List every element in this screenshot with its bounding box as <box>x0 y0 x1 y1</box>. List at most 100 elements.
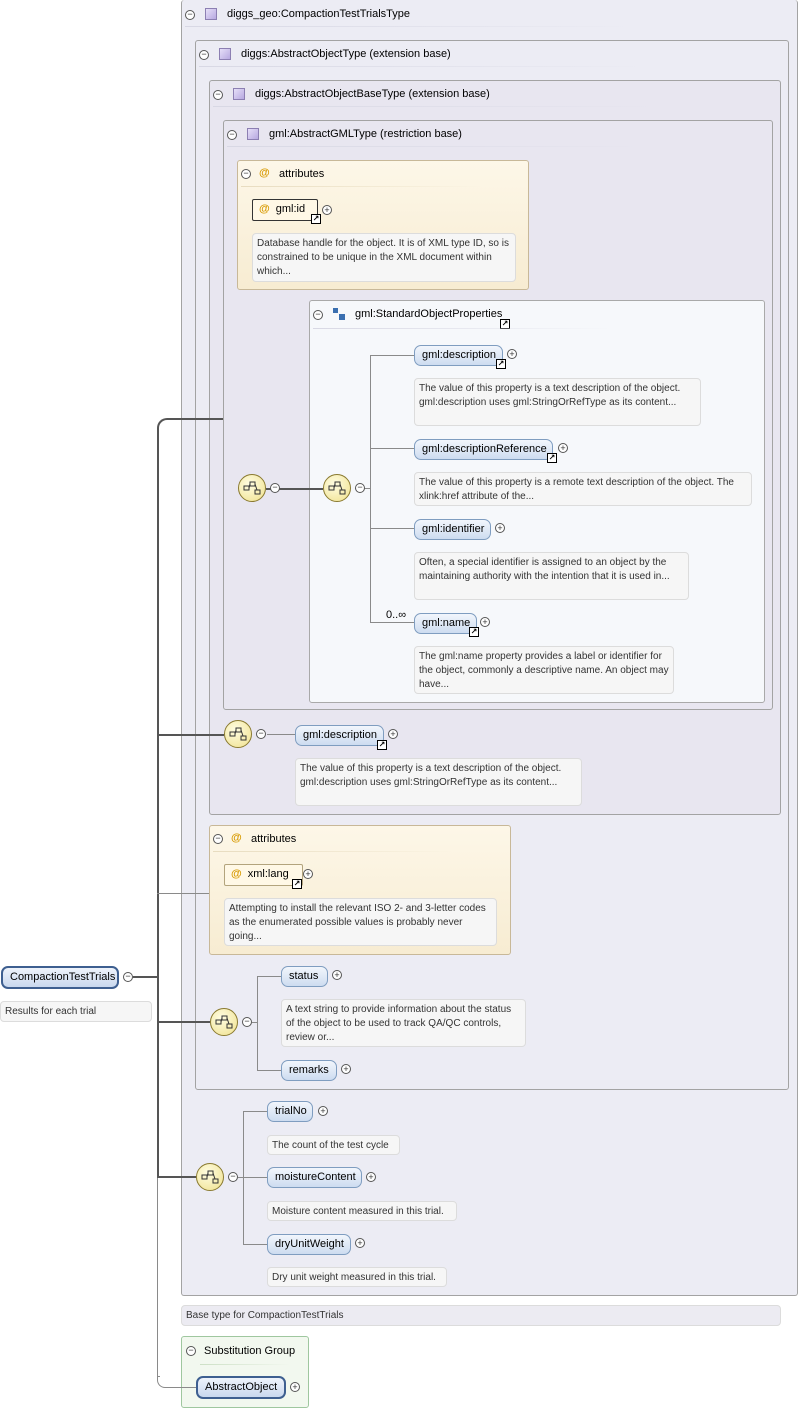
occurrence-label: 0..∞ <box>386 609 407 621</box>
divider <box>213 851 453 852</box>
reference-arrow-icon: ↗ <box>292 879 302 889</box>
element-status[interactable]: status <box>281 966 328 987</box>
expand-button[interactable]: + <box>366 1172 376 1182</box>
element-doc: Results for each trial <box>0 1001 152 1022</box>
type-title: diggs:AbstractObjectType (extension base… <box>241 48 451 60</box>
element-name: remarks <box>289 1064 329 1076</box>
sequence-compositor-icon[interactable] <box>196 1163 224 1191</box>
expand-button[interactable]: + <box>332 970 342 980</box>
complex-type-icon <box>233 88 245 100</box>
connector <box>168 1387 196 1388</box>
divider <box>199 66 649 67</box>
connector <box>370 355 371 622</box>
expand-button[interactable]: + <box>495 523 505 533</box>
attribute-gml-id[interactable]: @gml:id <box>252 199 318 221</box>
sequence-compositor-icon[interactable] <box>224 720 252 748</box>
element-dry-unit-weight[interactable]: dryUnitWeight <box>267 1234 351 1255</box>
group-icon <box>333 308 345 320</box>
expand-button[interactable]: + <box>355 1238 365 1248</box>
collapse-button[interactable]: − <box>227 130 237 140</box>
connector <box>157 734 224 736</box>
element-name: gml:identifier <box>422 523 485 535</box>
connector <box>267 734 295 735</box>
divider <box>213 106 663 107</box>
connector <box>370 448 414 449</box>
attributes-title: attributes <box>251 833 297 845</box>
element-doc: Often, a special identifier is assigned … <box>414 552 689 600</box>
expand-button[interactable]: + <box>507 349 517 359</box>
connector <box>238 1177 243 1178</box>
element-doc: The value of this property is a remote t… <box>414 472 752 506</box>
connector <box>370 355 414 356</box>
collapse-button[interactable]: − <box>242 1017 252 1027</box>
element-doc: The gml:name property provides a label o… <box>414 646 674 694</box>
expand-button[interactable]: + <box>558 443 568 453</box>
sequence-compositor-icon[interactable] <box>238 474 266 502</box>
complex-type-icon <box>219 48 231 60</box>
sequence-compositor-icon[interactable] <box>323 474 351 502</box>
collapse-button[interactable]: − <box>256 729 266 739</box>
collapse-button[interactable]: − <box>123 972 133 982</box>
element-doc: Dry unit weight measured in this trial. <box>267 1267 447 1287</box>
sequence-compositor-icon[interactable] <box>210 1008 238 1036</box>
element-gml-description[interactable]: gml:description <box>414 345 503 366</box>
reference-arrow-icon: ↗ <box>496 359 506 369</box>
connector <box>157 893 209 894</box>
reference-arrow-icon: ↗ <box>547 453 557 463</box>
element-compaction-test-trials[interactable]: CompactionTestTrials <box>1 966 119 989</box>
expand-button[interactable]: + <box>290 1382 300 1392</box>
expand-button[interactable]: + <box>388 729 398 739</box>
divider <box>185 26 635 27</box>
type-title: diggs:AbstractObjectBaseType (extension … <box>255 88 490 100</box>
collapse-button[interactable]: − <box>241 169 251 179</box>
element-remarks[interactable]: remarks <box>281 1060 337 1081</box>
element-gml-name[interactable]: gml:name <box>414 613 477 634</box>
expand-button[interactable]: + <box>480 617 490 627</box>
divider <box>313 328 613 329</box>
substitution-group-title: Substitution Group <box>204 1345 296 1357</box>
collapse-button[interactable]: − <box>213 834 223 844</box>
connector <box>157 418 177 438</box>
reference-arrow-icon: ↗ <box>377 740 387 750</box>
connector <box>243 1177 267 1178</box>
collapse-button[interactable]: − <box>199 50 209 60</box>
divider <box>200 1364 290 1365</box>
collapse-button[interactable]: − <box>213 90 223 100</box>
collapse-button[interactable]: − <box>185 10 195 20</box>
connector <box>370 622 414 623</box>
element-moisture-content[interactable]: moistureContent <box>267 1167 362 1188</box>
element-name: trialNo <box>275 1105 307 1117</box>
expand-button[interactable]: + <box>303 869 313 879</box>
collapse-button[interactable]: − <box>186 1346 196 1356</box>
connector <box>157 1372 169 1388</box>
element-name: moistureContent <box>275 1171 356 1183</box>
element-doc: The value of this property is a text des… <box>295 758 582 806</box>
element-trial-no[interactable]: trialNo <box>267 1101 313 1122</box>
attribute-xml-lang[interactable]: @xml:lang <box>224 864 303 886</box>
element-gml-description-reference[interactable]: gml:descriptionReference <box>414 439 553 460</box>
element-abstract-object[interactable]: AbstractObject <box>196 1376 286 1399</box>
reference-arrow-icon: ↗ <box>311 214 321 224</box>
group-title: gml:StandardObjectProperties <box>355 308 503 320</box>
connector <box>370 528 414 529</box>
expand-button[interactable]: + <box>322 205 332 215</box>
element-doc: The count of the test cycle <box>267 1135 400 1155</box>
expand-button[interactable]: + <box>341 1064 351 1074</box>
collapse-button[interactable]: − <box>313 310 323 320</box>
element-gml-identifier[interactable]: gml:identifier <box>414 519 491 540</box>
divider <box>227 146 647 147</box>
connector <box>243 1244 267 1245</box>
element-name: dryUnitWeight <box>275 1238 344 1250</box>
element-gml-description[interactable]: gml:description <box>295 725 384 746</box>
expand-button[interactable]: + <box>318 1106 328 1116</box>
element-name: gml:descriptionReference <box>422 443 547 455</box>
connector <box>157 1100 158 1376</box>
attribute-doc: Database handle for the object. It is of… <box>252 233 516 282</box>
element-name: AbstractObject <box>205 1381 278 1393</box>
connector <box>175 418 223 420</box>
complex-type-icon <box>205 8 217 20</box>
attributes-title: attributes <box>279 168 325 180</box>
collapse-button[interactable]: − <box>270 483 280 493</box>
collapse-button[interactable]: − <box>228 1172 238 1182</box>
collapse-button[interactable]: − <box>355 483 365 493</box>
